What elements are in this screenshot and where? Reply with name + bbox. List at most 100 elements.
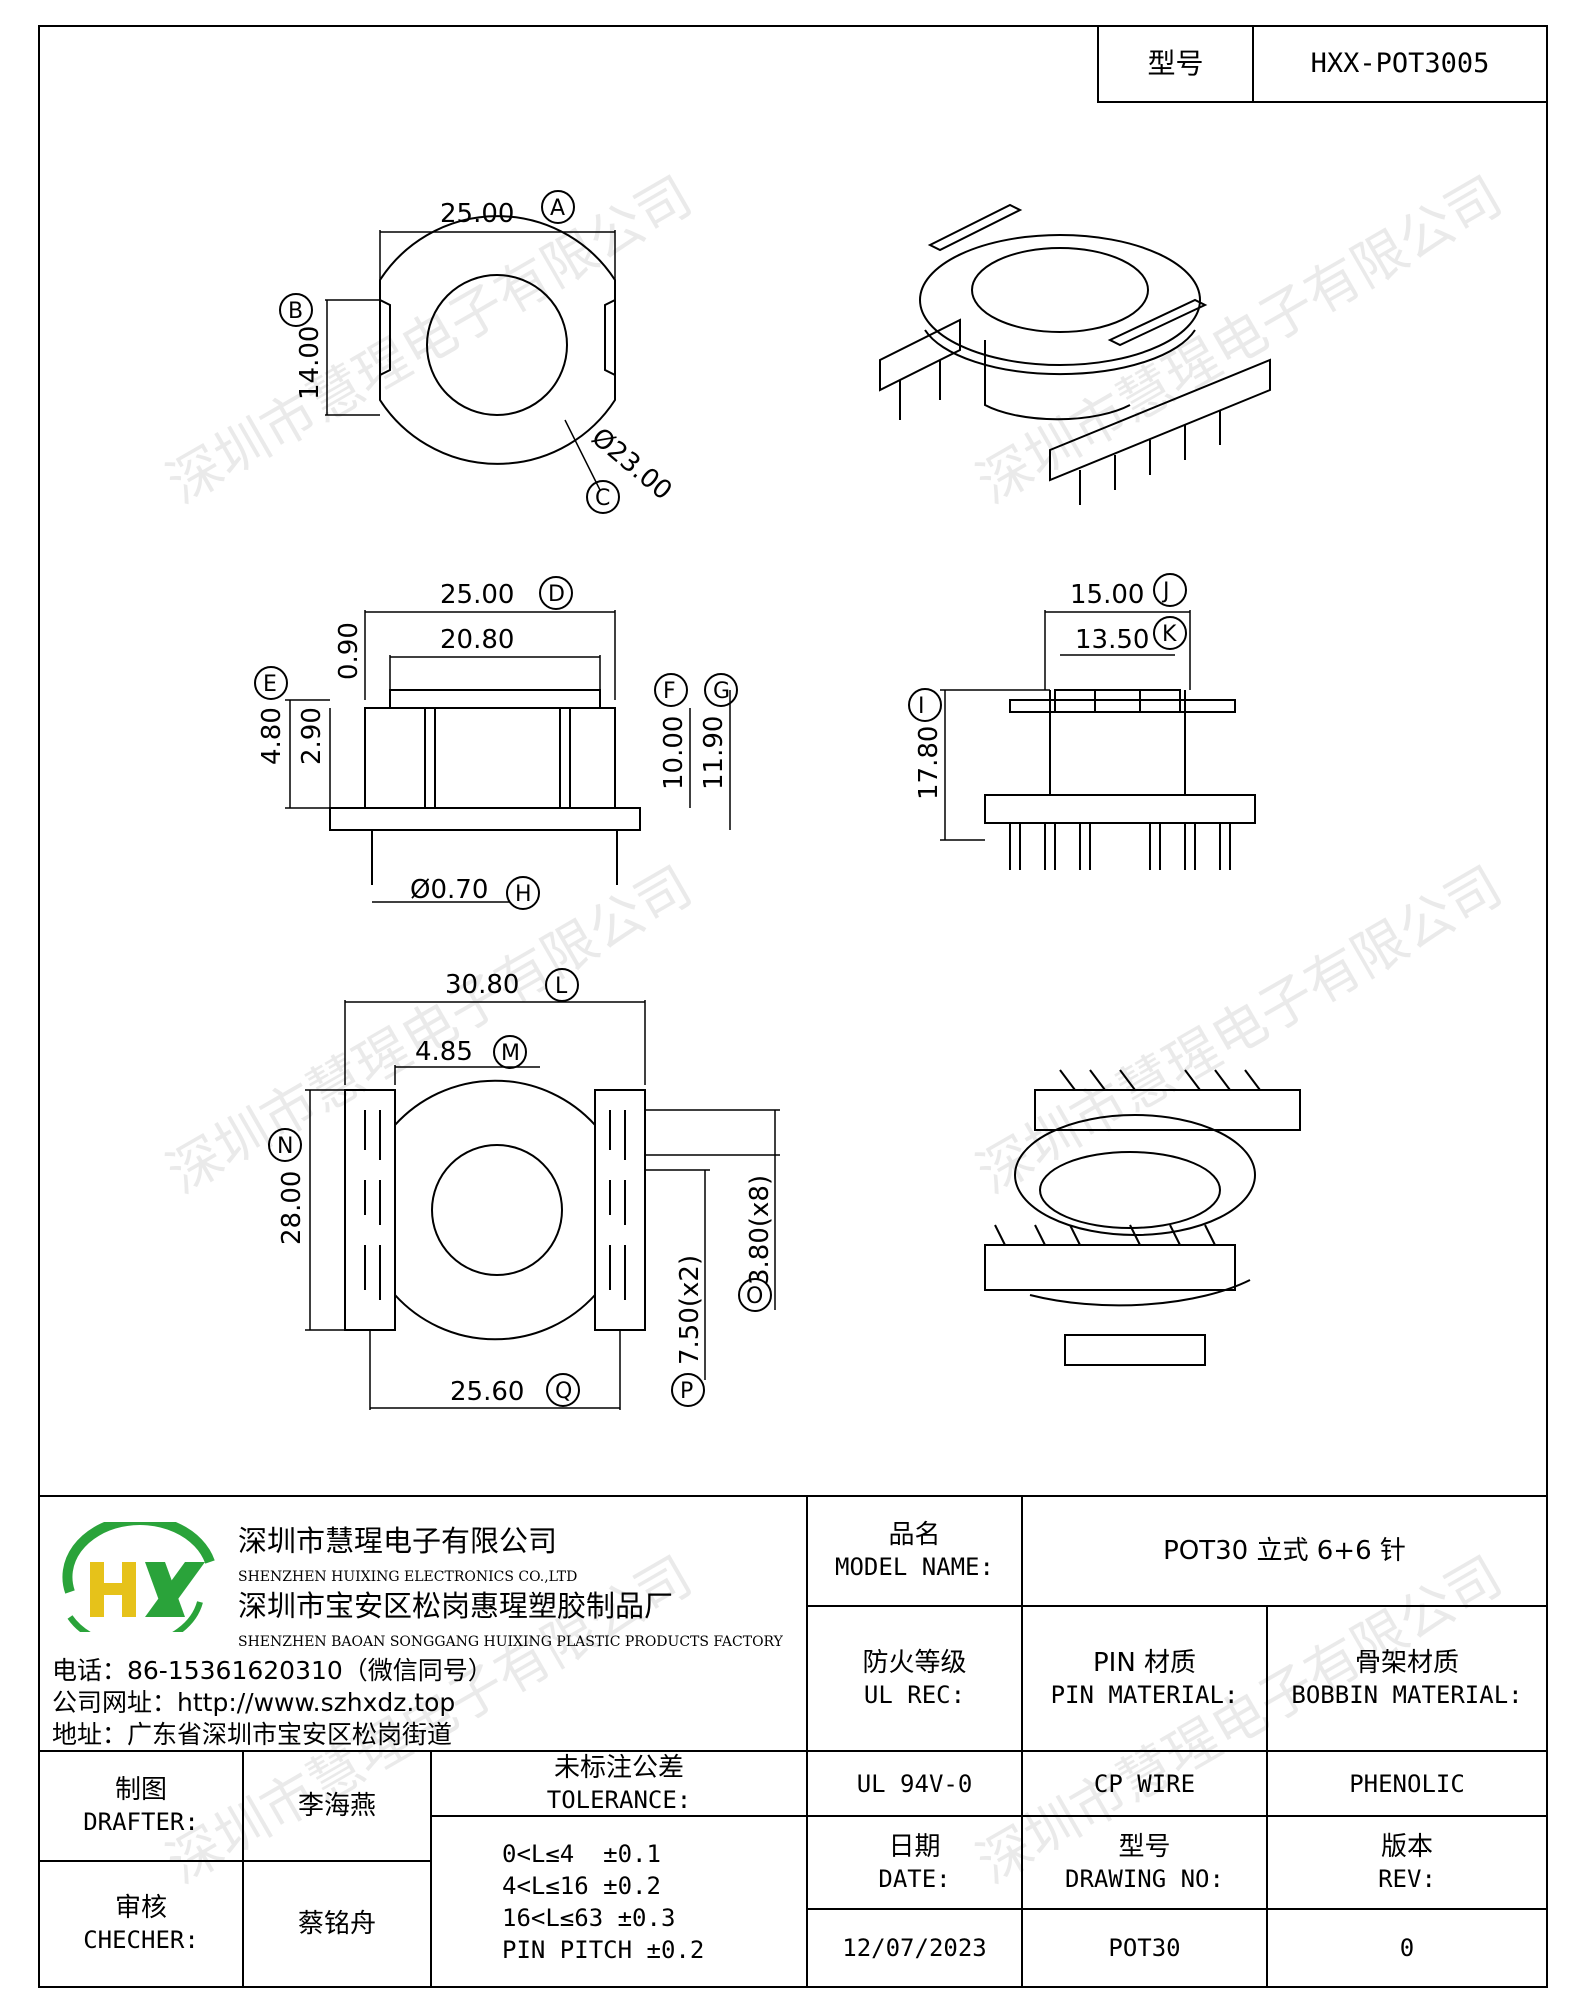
dim-a-value: 25.00: [440, 199, 514, 229]
company-website: 公司网址：http://www.szhxdz.top: [52, 1688, 456, 1717]
date-value-cell: 12/07/2023: [806, 1908, 1023, 1988]
dim-a-id: A: [550, 196, 565, 221]
rev-label-cell: 版本 REV:: [1266, 1815, 1548, 1910]
isometric-view-top: [879, 203, 1271, 505]
bobbin-label-en: BOBBIN MATERIAL:: [1291, 1680, 1523, 1709]
model-name-label-en: MODEL NAME:: [835, 1553, 994, 1581]
dim-side-inner: 20.80: [440, 625, 514, 655]
drawing-label-cell: 型号 DRAWING NO:: [1021, 1815, 1268, 1910]
rev-label-en: REV:: [1378, 1864, 1436, 1893]
dim-o-value: 3.80(x8): [745, 1175, 775, 1285]
dim-d-value: 25.00: [440, 580, 514, 610]
checker-label-cn: 审核: [114, 1893, 167, 1923]
model-name-label-cn: 品名: [888, 1520, 941, 1550]
dim-l-value: 30.80: [445, 970, 519, 1000]
dim-j-value: 15.00: [1070, 580, 1144, 610]
side-view: [254, 576, 738, 910]
model-value-cell: HXX-POT3005: [1252, 25, 1548, 103]
tolerance-list-cell: 0<L≤4 ±0.1 4<L≤16 ±0.2 16<L≤63 ±0.3 PIN …: [430, 1815, 808, 1988]
drawing-area: 25.00 A 14.00 B Ø23.00 C: [254, 190, 1301, 1410]
dim-h-id: H: [515, 882, 532, 907]
dim-p-id: P: [680, 1379, 693, 1404]
pin-label-en: PIN MATERIAL:: [1050, 1680, 1239, 1709]
dim-e-value: 4.80: [257, 707, 287, 765]
drawing-value-cell: POT30: [1021, 1908, 1268, 1988]
drafter-label-en: DRAFTER:: [83, 1808, 199, 1836]
dim-side-top-gap: 0.90: [334, 622, 364, 680]
company-name-cn: 深圳市慧瑆电子有限公司: [238, 1524, 558, 1558]
drafter-label-cn: 制图: [114, 1775, 167, 1805]
model-value: HXX-POT3005: [1310, 48, 1490, 79]
drawing-label-en: DRAWING NO:: [1065, 1864, 1224, 1893]
company-phone: 电话：86-15361620310（微信同号）: [52, 1656, 493, 1685]
dim-n-value: 28.00: [277, 1171, 307, 1245]
dim-q-value: 25.60: [450, 1377, 524, 1407]
dim-c-id: C: [595, 486, 610, 511]
dim-f-value: 10.00: [659, 716, 689, 790]
ul-label-cn: 防火等级: [862, 1647, 967, 1678]
rev-value: 0: [1399, 1934, 1415, 1962]
bobbin-label-cn: 骨架材质: [1354, 1647, 1459, 1678]
dim-m-value: 4.85: [415, 1037, 473, 1067]
tolerance-label-cell: 未标注公差 TOLERANCE:: [430, 1750, 808, 1817]
rev-value-cell: 0: [1266, 1908, 1548, 1988]
dim-n-id: N: [277, 1134, 293, 1159]
factory-name-cn: 深圳市宝安区松岗惠瑆塑胶制品厂: [238, 1589, 674, 1623]
date-label-cn: 日期: [888, 1831, 941, 1862]
dim-e-id: E: [263, 672, 277, 697]
model-name-value: POT30 立式 6+6 针: [1163, 1536, 1406, 1566]
company-address: 地址：广东省深圳市宝安区松岗街道: [52, 1720, 453, 1749]
dim-k-value: 13.50: [1075, 625, 1149, 655]
ul-value-cell: UL 94V-0: [806, 1750, 1023, 1817]
pin-value-cell: CP WIRE: [1021, 1750, 1268, 1817]
pin-value: CP WIRE: [1093, 1769, 1196, 1798]
dim-k-id: K: [1162, 622, 1177, 647]
dim-g-id: G: [713, 679, 730, 704]
date-label-cell: 日期 DATE:: [806, 1815, 1023, 1910]
checker-value: 蔡铭舟: [297, 1909, 376, 1939]
bobbin-label-cell: 骨架材质 BOBBIN MATERIAL:: [1266, 1605, 1548, 1752]
ul-label-cell: 防火等级 UL REC:: [806, 1605, 1023, 1752]
dim-i-id: I: [918, 694, 925, 719]
dim-m-id: M: [501, 1041, 520, 1066]
dim-b-id: B: [288, 299, 303, 324]
tolerance-label-en: TOLERANCE:: [546, 1785, 692, 1814]
pin-label-cell: PIN 材质 PIN MATERIAL:: [1021, 1605, 1268, 1752]
model-name-label-cell: 品名 MODEL NAME:: [806, 1495, 1023, 1607]
dim-d-id: D: [548, 582, 565, 607]
ul-value: UL 94V-0: [856, 1769, 973, 1798]
tolerance-line: 0<L≤4 ±0.1: [502, 1839, 661, 1868]
bottom-view: [268, 968, 780, 1410]
isometric-view-bottom: [984, 1069, 1301, 1366]
dim-p-value: 7.50(x2): [675, 1255, 705, 1365]
company-name-en: SHENZHEN HUIXING ELECTRONICS CO.,LTD: [238, 1569, 578, 1585]
checker-label-en: CHECHER:: [83, 1926, 199, 1954]
dim-i-value: 17.80: [914, 726, 944, 800]
company-logo: [62, 1522, 215, 1632]
pin-label-cn: PIN 材质: [1092, 1647, 1197, 1678]
dim-q-id: Q: [555, 1379, 572, 1404]
tolerance-line: PIN PITCH ±0.2: [502, 1935, 705, 1964]
ul-label-en: UL REC:: [863, 1680, 966, 1709]
tolerance-line: 4<L≤16 ±0.2: [502, 1871, 661, 1900]
dim-g-value: 11.90: [699, 716, 729, 790]
date-value: 12/07/2023: [842, 1934, 987, 1962]
front-view: [908, 573, 1256, 870]
drawing-label-cn: 型号: [1118, 1831, 1171, 1862]
dim-o-id: O: [746, 1284, 763, 1309]
model-label: 型号: [1147, 47, 1204, 80]
top-view: [279, 190, 620, 514]
model-name-value-cell: POT30 立式 6+6 针: [1021, 1495, 1548, 1607]
date-label-en: DATE:: [878, 1864, 951, 1893]
dim-side-flange: 2.90: [297, 707, 327, 765]
rev-label-cn: 版本: [1380, 1831, 1433, 1862]
tolerance-label-cn: 未标注公差: [553, 1752, 684, 1783]
drafter-value: 李海燕: [297, 1791, 376, 1821]
factory-name-en: SHENZHEN BAOAN SONGGANG HUIXING PLASTIC …: [238, 1634, 783, 1650]
dim-l-id: L: [555, 974, 568, 999]
dim-h-value: Ø0.70: [410, 875, 488, 905]
company-block: [38, 1495, 808, 1750]
bobbin-value-cell: PHENOLIC: [1266, 1750, 1548, 1817]
drafter-value-cell: 李海燕: [242, 1750, 432, 1862]
dim-b-value: 14.00: [295, 326, 325, 400]
